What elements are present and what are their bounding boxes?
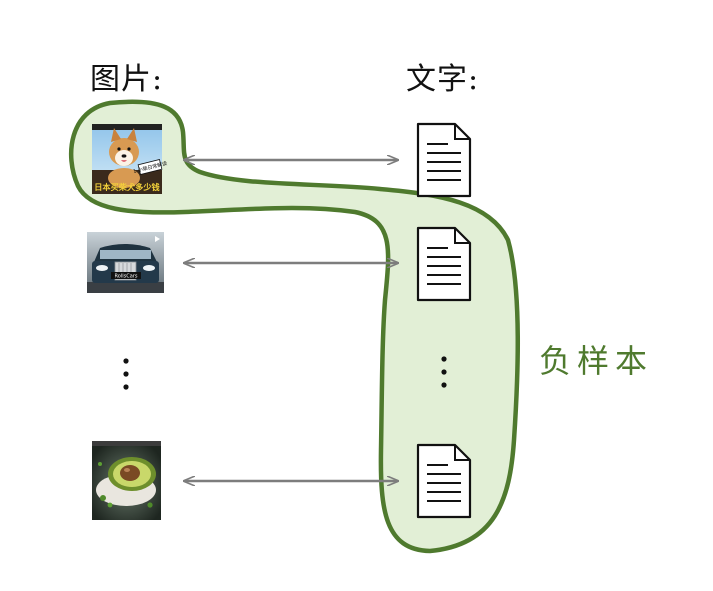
car-image-thumbnail: RollsCars (87, 232, 164, 293)
images-heading: 图片: (90, 62, 164, 97)
document-icon (416, 226, 472, 302)
dog-image-thumbnail: 1 小柴日常解读 日本买柴犬多少钱 (92, 124, 168, 194)
document-icon (416, 122, 472, 198)
avocado-dish-image-thumbnail (92, 441, 161, 520)
documents (416, 122, 472, 519)
image-ellipsis (123, 358, 129, 390)
texts-heading: 文字: (406, 62, 480, 97)
document-icon (416, 443, 472, 519)
arrows (184, 160, 398, 481)
negative-sample-region (69, 99, 521, 554)
text-ellipsis (441, 356, 447, 388)
negative-sample-label: 负样本 (539, 342, 654, 380)
car-caption: RollsCars (115, 274, 138, 280)
image-caption: 日本买柴犬多少钱 (94, 182, 160, 192)
